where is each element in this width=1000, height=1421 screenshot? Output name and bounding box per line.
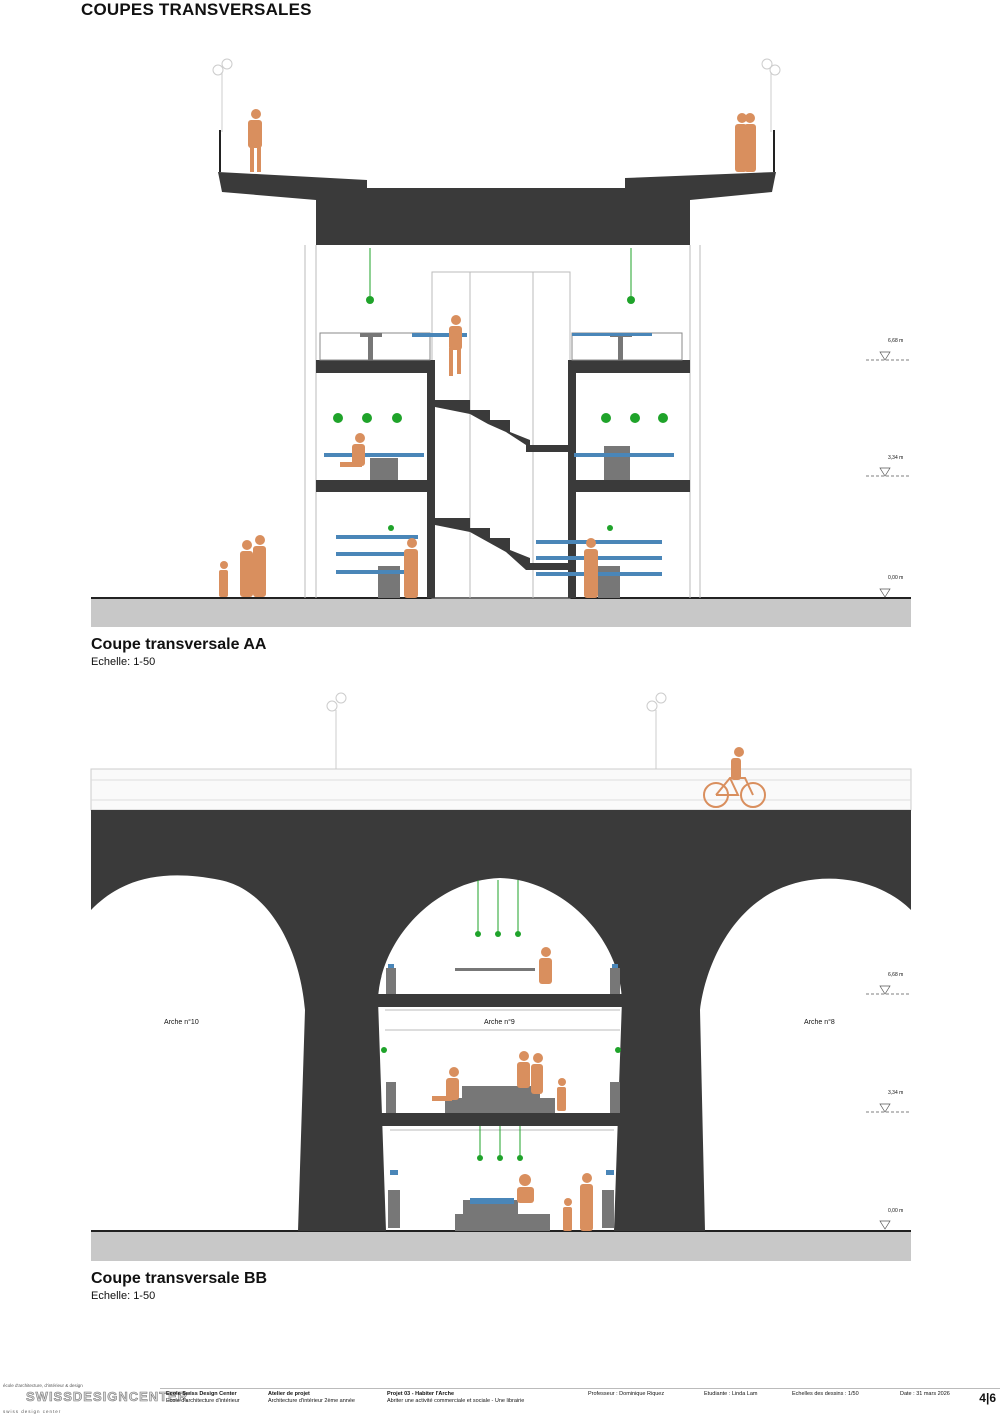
aa-ground xyxy=(91,598,911,627)
school-name: Ecole Swiss Design Center xyxy=(166,1391,237,1397)
aa-level-label: 0,00 m xyxy=(888,575,904,581)
school-subtitle: Ecole d'architecture d'intérieur xyxy=(166,1398,240,1404)
section-bb-drawing xyxy=(90,692,912,1261)
footer-project: Projet 03 - Habiter l'Arche Abriter une … xyxy=(387,1391,524,1405)
footer-drawing-scale: Echelles des dessins : 1/50 xyxy=(792,1391,859,1397)
section-aa-title: Coupe transversale AA xyxy=(91,636,267,653)
atelier-subtitle: Architecture d'intérieur 2ème année xyxy=(268,1398,355,1404)
bb-level-label: 3,34 m xyxy=(888,1090,904,1096)
arch-label: Arche n°9 xyxy=(484,1019,515,1026)
section-bb-scale: Echelle: 1-50 xyxy=(91,1290,156,1302)
footer-student: Etudiante : Linda Lam xyxy=(704,1391,758,1397)
footer: école d'architecture, d'intérieur & desi… xyxy=(0,1383,1000,1421)
aa-bridge-deck xyxy=(218,172,776,245)
footer-date: Date : 31 mars 2026 xyxy=(900,1391,950,1397)
footer-divider xyxy=(160,1388,1000,1389)
logo-subtitle: swiss design center xyxy=(3,1409,62,1414)
footer-school: Ecole Swiss Design Center Ecole d'archit… xyxy=(166,1391,240,1405)
bb-ground xyxy=(91,1231,911,1261)
footer-professor: Professeur : Dominique Riquez xyxy=(588,1391,665,1397)
page-title: COUPES TRANSVERSALES xyxy=(81,0,312,19)
atelier-title: Atelier de projet xyxy=(268,1391,310,1397)
project-title: Projet 03 - Habiter l'Arche xyxy=(387,1391,455,1397)
bb-level-label: 0,00 m xyxy=(888,1208,904,1214)
arch-label: Arche n°10 xyxy=(164,1019,199,1026)
section-aa-drawing xyxy=(91,58,911,627)
page-number: 4|6 xyxy=(979,1391,996,1405)
aa-level-label: 3,34 m xyxy=(888,455,904,461)
aa-level-label: 6,68 m xyxy=(888,338,904,344)
section-bb-title: Coupe transversale BB xyxy=(91,1270,268,1287)
bb-viaduct xyxy=(91,810,911,1231)
school-logo: SWISSDESIGNCENTER xyxy=(26,1389,189,1405)
project-subtitle: Abriter une activité commerciale et soci… xyxy=(387,1398,525,1404)
section-aa-scale: Echelle: 1-50 xyxy=(91,656,156,668)
arch-label: Arche n°8 xyxy=(804,1019,835,1026)
logo-tagline: école d'architecture, d'intérieur & desi… xyxy=(3,1383,83,1388)
footer-atelier: Atelier de projet Architecture d'intérie… xyxy=(268,1391,355,1405)
bb-level-label: 6,68 m xyxy=(888,972,904,978)
